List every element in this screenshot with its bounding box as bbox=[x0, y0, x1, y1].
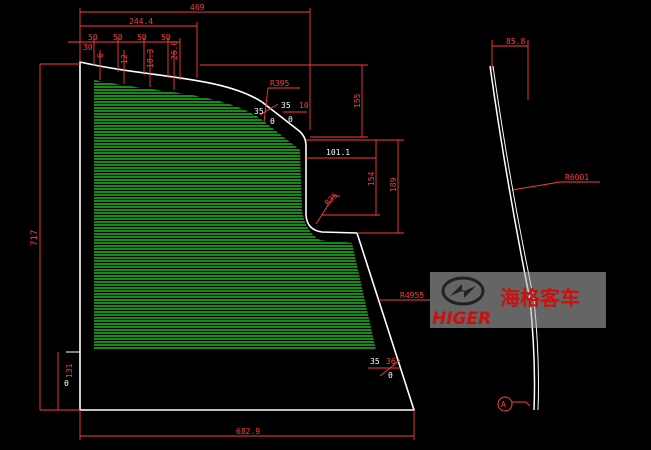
higer-emblem-icon bbox=[441, 276, 485, 306]
dimension-lines bbox=[39, 8, 600, 440]
dim-50-b: 50 bbox=[113, 33, 123, 42]
dim-theta-right: θ bbox=[288, 115, 293, 124]
dim-bottom-36: 36 bbox=[386, 357, 396, 366]
dim-155: 155 bbox=[353, 93, 362, 108]
dim-10: 10 bbox=[299, 101, 309, 110]
dim-50-d: 50 bbox=[161, 33, 171, 42]
dim-35-left: 35 bbox=[254, 107, 264, 116]
dim-bottom-35: 35 bbox=[370, 357, 380, 366]
dim-rise-6: 6 bbox=[96, 53, 105, 58]
logo-brand-en: HIGER bbox=[432, 309, 491, 329]
dim-189: 189 bbox=[389, 177, 398, 192]
dim-r4955: R4955 bbox=[400, 291, 424, 300]
logo-background bbox=[430, 272, 606, 328]
dim-r395: R395 bbox=[270, 79, 289, 88]
brand-logo: HIGER 海格客车 bbox=[430, 272, 606, 329]
dim-50-a: 50 bbox=[88, 33, 98, 42]
dim-overall-top: 469 bbox=[190, 3, 205, 12]
side-profile bbox=[489, 65, 536, 411]
dim-bottom-theta: θ bbox=[64, 379, 69, 388]
dim-101: 101.1 bbox=[326, 148, 350, 157]
dim-50-c: 50 bbox=[137, 33, 147, 42]
dim-154: 154 bbox=[367, 171, 376, 186]
dim-131: 131 bbox=[65, 363, 74, 378]
logo-brand-cn: 海格客车 bbox=[500, 286, 580, 310]
dim-30: 30 bbox=[83, 43, 93, 52]
dim-rise-12: 12 bbox=[120, 54, 129, 64]
dim-theta-left: θ bbox=[270, 117, 275, 126]
dim-35-right: 35 bbox=[281, 101, 291, 110]
dim-r35: R35 bbox=[323, 191, 340, 208]
dim-overall-bottom: 682.9 bbox=[236, 427, 260, 436]
dim-717: 717 bbox=[30, 230, 40, 246]
side-profile-inner bbox=[492, 65, 539, 411]
glass-hatch bbox=[94, 80, 376, 349]
dim-244: 244.4 bbox=[129, 17, 153, 26]
dim-rise-26: 26.0 bbox=[170, 41, 179, 60]
section-marker bbox=[497, 396, 513, 412]
dim-side-radius: R6001 bbox=[565, 173, 589, 182]
section-label: A bbox=[501, 400, 506, 409]
emblem-arrow-icon bbox=[450, 284, 476, 298]
dim-bottom-corner-theta: θ bbox=[388, 371, 393, 380]
dim-rise-18: 18.3 bbox=[146, 49, 155, 68]
dim-side-width: 85.8 bbox=[506, 37, 525, 46]
